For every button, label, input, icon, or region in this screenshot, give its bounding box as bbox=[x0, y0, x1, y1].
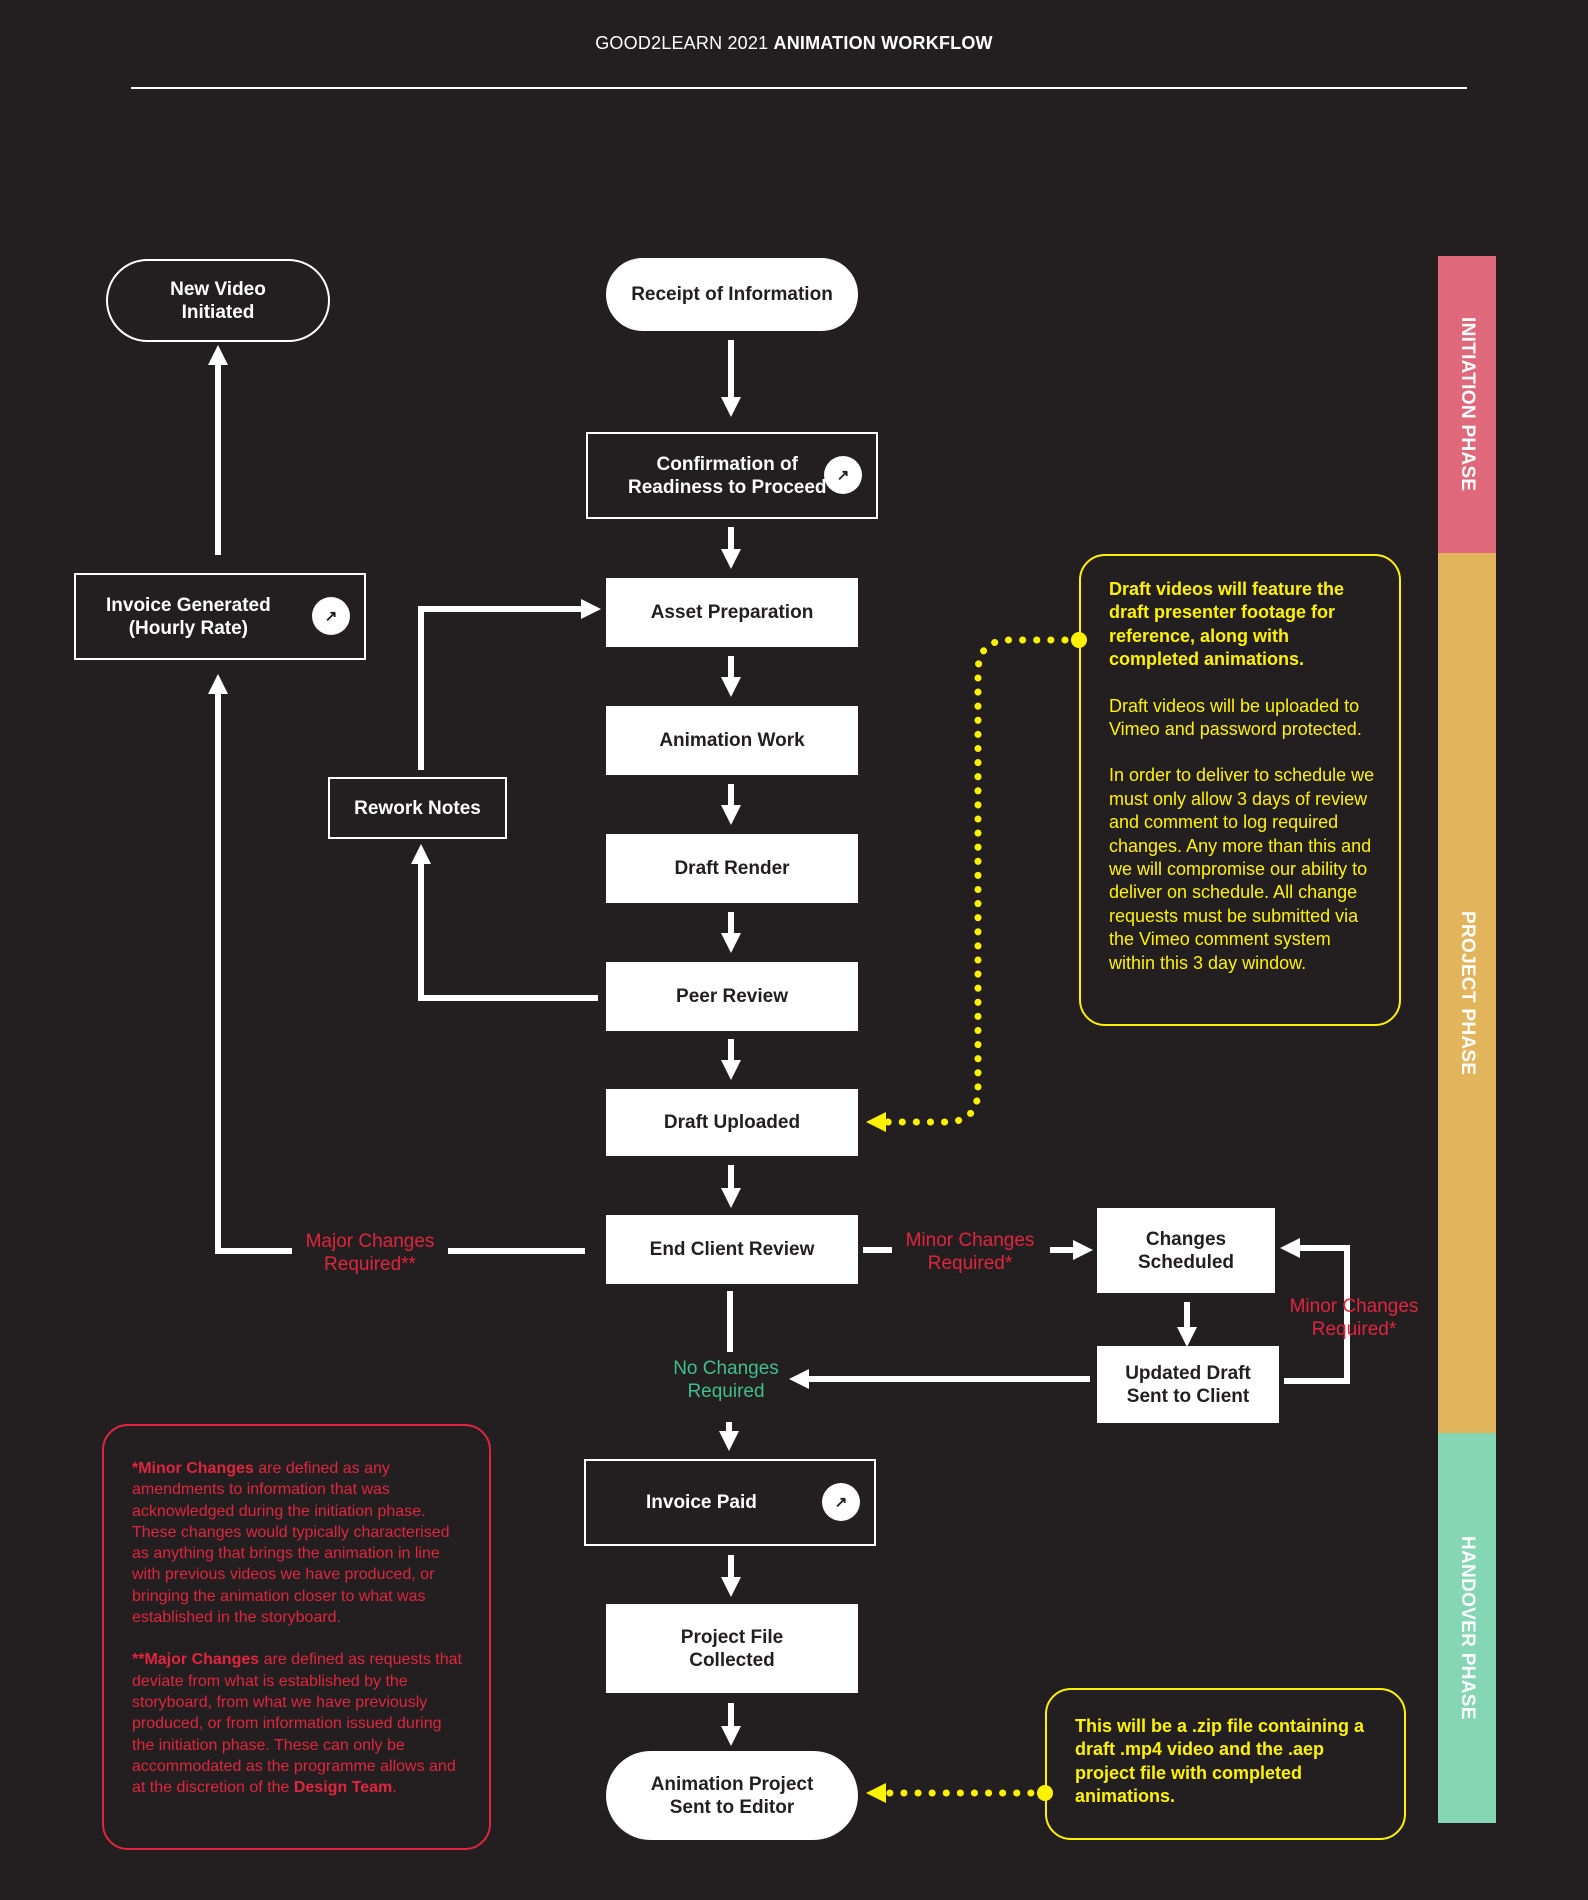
dotted-draft-note-to-uploaded bbox=[866, 636, 1069, 1132]
phase-bar-initiation: INITIATION PHASE bbox=[1438, 256, 1496, 553]
change-definitions-box: *Minor Changes are defined as any amendm… bbox=[102, 1424, 491, 1850]
title-divider bbox=[131, 87, 1467, 89]
node-animation-work: Animation Work bbox=[606, 706, 858, 775]
design-team-term: Design Team bbox=[293, 1779, 393, 1797]
external-link-icon[interactable]: ↗ bbox=[822, 1483, 860, 1521]
draft-note-schedule: In order to deliver to schedule we must … bbox=[1109, 765, 1375, 973]
label-minor-changes-loop: Minor Changes Required* bbox=[1289, 1296, 1419, 1340]
label-major-changes: Major Changes Required** bbox=[305, 1231, 435, 1275]
node-receipt-of-information: Receipt of Information bbox=[606, 258, 858, 331]
draft-video-note: Draft videos will feature the draft pres… bbox=[1079, 554, 1401, 1026]
major-changes-text: are defined as requests that deviate fro… bbox=[132, 1651, 462, 1797]
major-changes-definition: **Major Changes are defined as requests … bbox=[132, 1649, 467, 1798]
external-link-icon[interactable]: ↗ bbox=[312, 597, 350, 635]
node-end-client-review: End Client Review bbox=[606, 1215, 858, 1284]
label-minor-changes: Minor Changes Required* bbox=[905, 1230, 1035, 1274]
phase-label-project: PROJECT PHASE bbox=[1457, 910, 1478, 1076]
node-new-video-initiated: New Video Initiated bbox=[106, 259, 330, 342]
node-animation-project-sent: Animation Project Sent to Editor bbox=[606, 1751, 858, 1840]
node-confirmation-of-readiness: Confirmation of Readiness to Proceed ↗ bbox=[586, 432, 878, 519]
definition-period: . bbox=[392, 1779, 397, 1797]
minor-changes-text: are defined as any amendments to informa… bbox=[132, 1460, 450, 1627]
phase-label-handover: HANDOVER PHASE bbox=[1457, 1536, 1478, 1720]
node-confirmation-label: Confirmation of Readiness to Proceed bbox=[628, 453, 827, 498]
phase-label-initiation: INITIATION PHASE bbox=[1457, 317, 1478, 492]
arrow-updated-to-changes-loop bbox=[1280, 1238, 1350, 1384]
node-draft-uploaded: Draft Uploaded bbox=[606, 1089, 858, 1156]
page-title: GOOD2LEARN 2021 ANIMATION WORKFLOW bbox=[0, 33, 1588, 54]
arrow-major-to-invoice-generated bbox=[208, 674, 292, 1254]
zip-note-text: This will be a .zip file containing a dr… bbox=[1075, 1716, 1365, 1807]
title-bold: ANIMATION WORKFLOW bbox=[773, 33, 993, 53]
phase-bar-project: PROJECT PHASE bbox=[1438, 553, 1496, 1433]
phase-bar-handover: HANDOVER PHASE bbox=[1438, 1433, 1496, 1823]
node-invoice-generated-label: Invoice Generated (Hourly Rate) bbox=[106, 594, 271, 639]
arrow-rework-to-asset bbox=[418, 599, 601, 770]
node-rework-notes: Rework Notes bbox=[328, 777, 507, 839]
minor-changes-term: *Minor Changes bbox=[132, 1460, 254, 1477]
draft-note-vimeo: Draft videos will be uploaded to Vimeo a… bbox=[1109, 695, 1362, 740]
external-link-icon[interactable]: ↗ bbox=[824, 456, 862, 494]
minor-changes-definition: *Minor Changes are defined as any amendm… bbox=[132, 1458, 467, 1628]
node-invoice-paid-label: Invoice Paid bbox=[646, 1492, 757, 1513]
draft-note-heading: Draft videos will feature the draft pres… bbox=[1109, 579, 1345, 670]
node-changes-scheduled: Changes Scheduled bbox=[1097, 1208, 1275, 1293]
node-draft-render: Draft Render bbox=[606, 834, 858, 903]
node-invoice-generated: Invoice Generated (Hourly Rate) ↗ bbox=[74, 573, 366, 660]
arrow-peer-to-rework bbox=[411, 844, 598, 1001]
node-project-file-collected: Project File Collected bbox=[606, 1604, 858, 1693]
zip-file-note: This will be a .zip file containing a dr… bbox=[1045, 1688, 1406, 1840]
title-light: GOOD2LEARN 2021 bbox=[595, 33, 769, 53]
major-changes-term: **Major Changes bbox=[132, 1651, 260, 1669]
node-asset-preparation: Asset Preparation bbox=[606, 578, 858, 647]
node-invoice-paid: Invoice Paid ↗ bbox=[584, 1459, 876, 1546]
node-peer-review: Peer Review bbox=[606, 962, 858, 1031]
node-updated-draft-sent: Updated Draft Sent to Client bbox=[1097, 1346, 1279, 1423]
label-no-changes: No Changes Required bbox=[673, 1358, 779, 1402]
